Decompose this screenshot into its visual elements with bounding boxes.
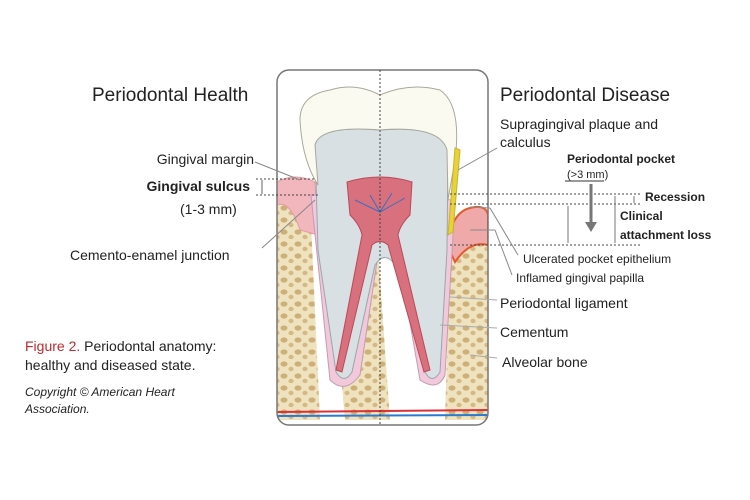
caption-text: Periodontal anatomy: [80, 338, 217, 354]
label-gingival-sulcus: Gingival sulcus [146, 178, 250, 194]
heading-periodontal-disease: Periodontal Disease [500, 85, 671, 106]
pulp [335, 176, 431, 373]
label-cej: Cemento-enamel junction [70, 247, 230, 263]
label-cal-2: attachment loss [620, 228, 712, 242]
label-ulcerated-epithelium: Ulcerated pocket epithelium [523, 252, 672, 266]
label-gingival-margin: Gingival margin [156, 151, 254, 167]
label-sulcus-depth: (1-3 mm) [180, 201, 237, 217]
label-cal-1: Clinical [620, 209, 663, 223]
label-periodontal-pocket: Periodontal pocket [567, 152, 676, 166]
caption-line-1: Figure 2. Periodontal anatomy: [25, 339, 216, 353]
label-inflamed-papilla: Inflamed gingival papilla [516, 271, 645, 285]
tooth-enamel [299, 86, 458, 201]
copyright-line-1: Copyright © American Heart [25, 385, 175, 399]
label-pocket-depth: (>3 mm) [567, 169, 609, 181]
figure-label: Figure 2. [25, 338, 81, 354]
inflamed-papilla [445, 205, 488, 265]
healthy-gingiva [277, 176, 319, 236]
label-alveolar-bone: Alveolar bone [502, 354, 588, 370]
heading-periodontal-health: Periodontal Health [92, 85, 249, 106]
label-periodontal-ligament: Periodontal ligament [500, 295, 628, 311]
plaque-calculus [447, 147, 461, 236]
label-plaque-1: Supragingival plaque and [500, 116, 659, 132]
copyright-line-2: Association. [25, 402, 90, 416]
caption-line-2: healthy and diseased state. [25, 357, 196, 373]
label-cementum: Cementum [500, 324, 569, 340]
label-recession: Recession [645, 190, 706, 204]
label-plaque-2: calculus [500, 134, 551, 150]
